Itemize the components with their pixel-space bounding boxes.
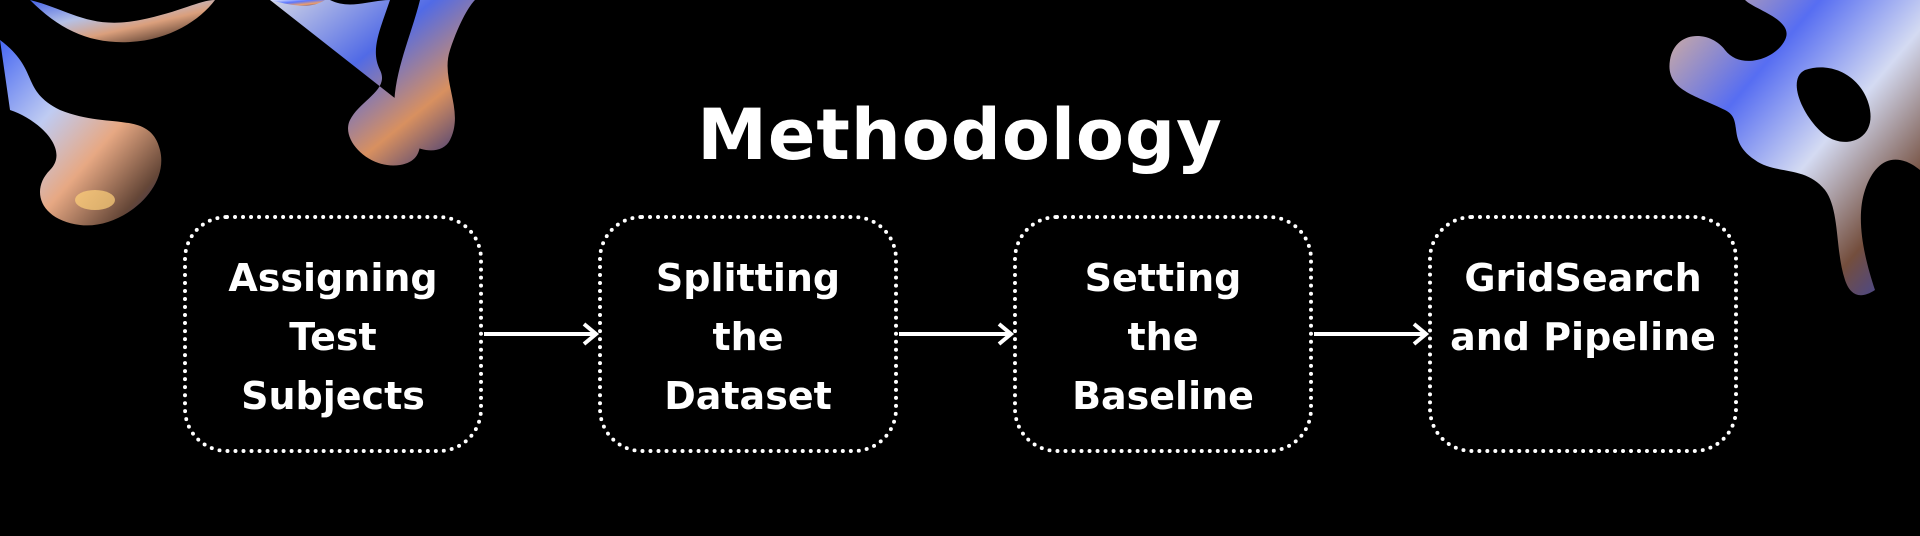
- arrow-right-icon: [899, 322, 1015, 346]
- arrow-right-icon: [484, 322, 600, 346]
- step-label: Assigning Test Subjects: [228, 256, 438, 418]
- step-setting-the-baseline: Setting the Baseline: [1013, 215, 1313, 453]
- step-label: Splitting the Dataset: [655, 256, 841, 418]
- step-gridsearch-and-pipeline: GridSearch and Pipeline: [1428, 215, 1738, 453]
- arrow-right-icon: [1314, 322, 1430, 346]
- step-label: GridSearch and Pipeline: [1450, 256, 1716, 359]
- page-title: Methodology: [697, 94, 1223, 176]
- step-splitting-the-dataset: Splitting the Dataset: [598, 215, 898, 453]
- step-assigning-test-subjects: Assigning Test Subjects: [183, 215, 483, 453]
- step-label: Setting the Baseline: [1072, 256, 1254, 418]
